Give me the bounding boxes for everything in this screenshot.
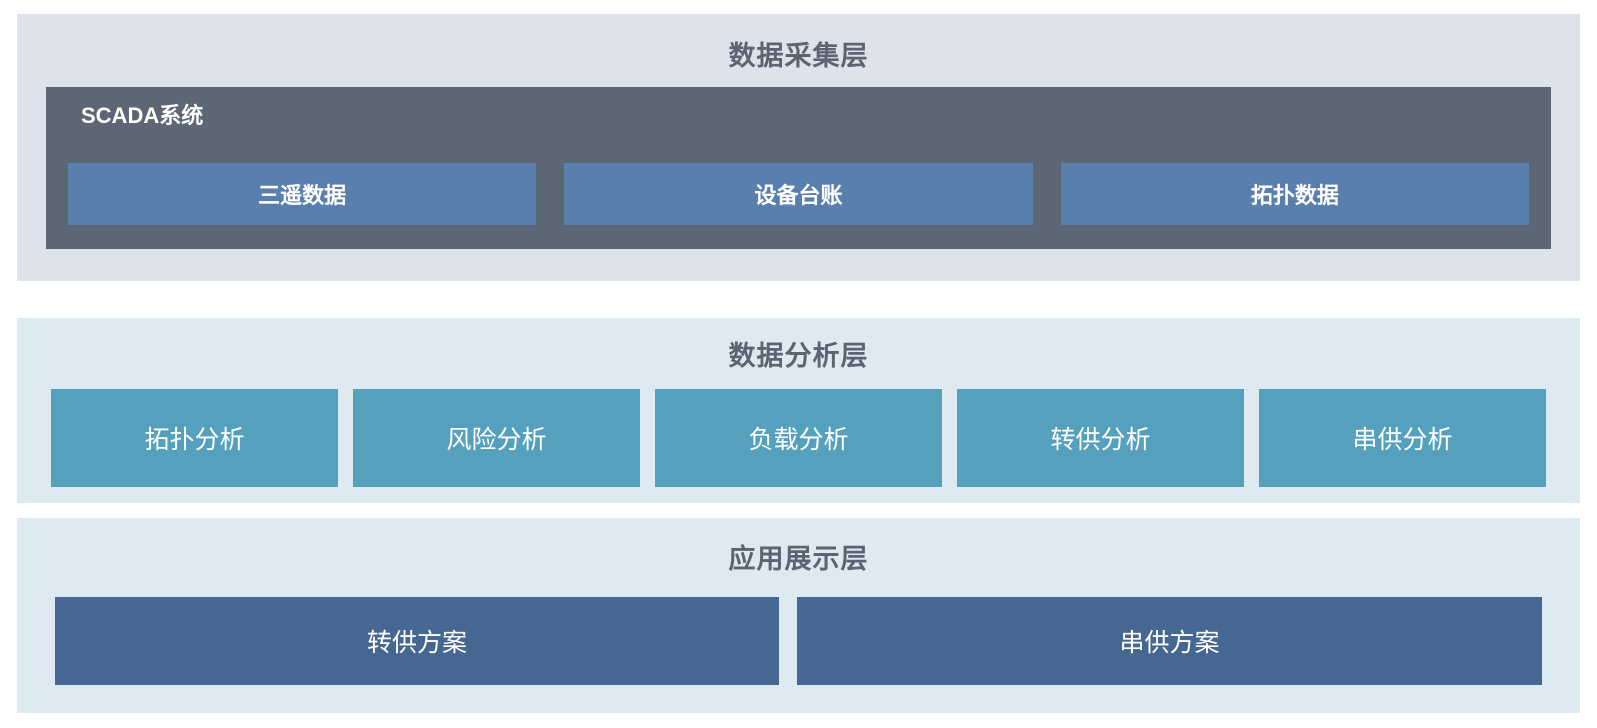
application-item-series-supply-plan[interactable]: 串供方案 [797, 597, 1542, 685]
analysis-item-topology[interactable]: 拓扑分析 [51, 389, 338, 487]
layer-title-data-analysis: 数据分析层 [728, 341, 869, 371]
layer-data-analysis: 数据分析层 拓扑分析 风险分析 负载分析 转供分析 串供分析 [17, 318, 1580, 503]
analysis-item-load[interactable]: 负载分析 [655, 389, 942, 487]
layer-title-data-acquisition: 数据采集层 [728, 41, 869, 71]
layer-application-display: 应用展示层 转供方案 串供方案 [17, 518, 1580, 713]
analysis-item-series-supply[interactable]: 串供分析 [1259, 389, 1546, 487]
scada-item-row: 三遥数据 设备台账 拓扑数据 [68, 163, 1529, 225]
layer-data-acquisition: 数据采集层 SCADA系统 三遥数据 设备台账 拓扑数据 [17, 14, 1580, 281]
scada-system-panel: SCADA系统 三遥数据 设备台账 拓扑数据 [46, 87, 1551, 249]
scada-item-equipment-ledger[interactable]: 设备台账 [564, 163, 1033, 225]
scada-item-three-remote-data[interactable]: 三遥数据 [68, 163, 537, 225]
application-item-transfer-supply-plan[interactable]: 转供方案 [55, 597, 779, 685]
scada-panel-title: SCADA系统 [81, 103, 204, 128]
analysis-item-risk[interactable]: 风险分析 [353, 389, 640, 487]
application-item-row: 转供方案 串供方案 [55, 597, 1542, 685]
analysis-item-row: 拓扑分析 风险分析 负载分析 转供分析 串供分析 [51, 389, 1546, 487]
layer-title-application-display: 应用展示层 [728, 544, 869, 574]
analysis-item-transfer-supply[interactable]: 转供分析 [957, 389, 1244, 487]
scada-item-topology-data[interactable]: 拓扑数据 [1060, 163, 1529, 225]
